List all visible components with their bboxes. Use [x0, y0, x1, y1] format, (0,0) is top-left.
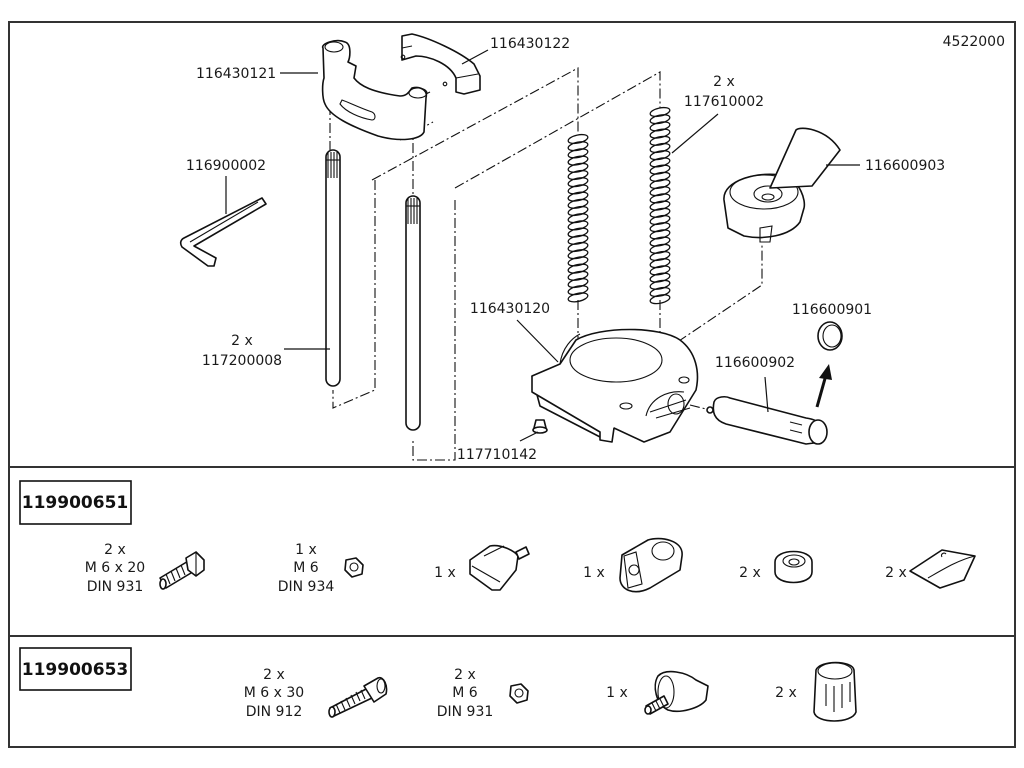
kit-item-qty: 1 x — [583, 565, 605, 581]
part-qty-117200008: 2 x — [231, 333, 253, 349]
kit-number-box — [19, 480, 132, 525]
socket-cap-screw-icon — [328, 676, 388, 718]
handle-part — [706, 396, 828, 445]
kit-number: 119900653 — [22, 660, 128, 680]
hex-bolt-icon — [159, 551, 205, 590]
thumb-screw-icon — [469, 544, 530, 591]
part-label-116600903: 116600903 — [865, 158, 945, 174]
clamp-block-icon — [619, 537, 683, 593]
kit-item-qty: 1 x — [434, 565, 456, 581]
kit-item-qty: 2 x — [775, 685, 797, 701]
knob-cap-icon — [813, 661, 857, 722]
clamp-block-part — [400, 33, 481, 95]
end-cap-part — [817, 321, 843, 351]
part-label-117710142: 117710142 — [457, 447, 537, 463]
wing-screw-icon — [644, 670, 709, 715]
part-label-116430121: 116430121 — [196, 66, 276, 82]
kit-item-norm: DIN 931 — [437, 704, 494, 720]
coil-spring — [567, 133, 589, 303]
leader-lines — [225, 49, 860, 442]
kit-item-qty: 2 x — [739, 565, 761, 581]
coil-spring — [649, 106, 671, 305]
kit-item-spec: M 6 — [293, 560, 319, 576]
part-label-116430122: 116430122 — [490, 36, 570, 52]
washer-icon — [774, 550, 813, 584]
kit-item-qty: 2 x — [885, 565, 907, 581]
drawing-number: 4522000 — [943, 34, 1005, 50]
kit-item-qty: 2 x — [263, 667, 285, 683]
part-qty-117610002: 2 x — [713, 74, 735, 90]
spring-parts — [567, 106, 671, 305]
kit-item-norm: DIN 912 — [246, 704, 303, 720]
kit-item-qty: 2 x — [104, 542, 126, 558]
hex-nut-icon — [344, 557, 364, 578]
part-label-116600901: 116600901 — [792, 302, 872, 318]
kit-item-spec: M 6 x 20 — [85, 560, 145, 576]
kit-item-norm: DIN 931 — [87, 579, 144, 595]
kit-item-qty: 1 x — [606, 685, 628, 701]
clamp-upper-part — [321, 39, 428, 141]
kit-item-qty: 2 x — [454, 667, 476, 683]
assembly-arrow-icon — [815, 364, 832, 408]
kit-item-qty: 1 x — [295, 542, 317, 558]
part-label-116900002: 116900002 — [186, 158, 266, 174]
part-label-116430120: 116430120 — [470, 301, 550, 317]
guide-rod-part — [405, 195, 421, 431]
part-label-117200008: 117200008 — [202, 353, 282, 369]
diagram-frame — [8, 21, 1016, 748]
kit-number: 119900651 — [22, 493, 128, 513]
dust-nozzle-part — [723, 127, 841, 243]
hex-key-part — [179, 197, 267, 267]
kit-number-box — [19, 647, 132, 691]
hex-nut-icon — [509, 683, 529, 704]
guide-rod-part — [325, 149, 341, 387]
base-plate-part — [531, 328, 699, 443]
slide-pad-icon — [909, 549, 976, 589]
part-label-116600902: 116600902 — [715, 355, 795, 371]
kit-item-norm: DIN 934 — [278, 579, 335, 595]
kit-item-spec: M 6 x 30 — [244, 685, 304, 701]
kit-item-spec: M 6 — [452, 685, 478, 701]
part-label-117610002: 117610002 — [684, 94, 764, 110]
small-bolt-part — [532, 419, 548, 434]
